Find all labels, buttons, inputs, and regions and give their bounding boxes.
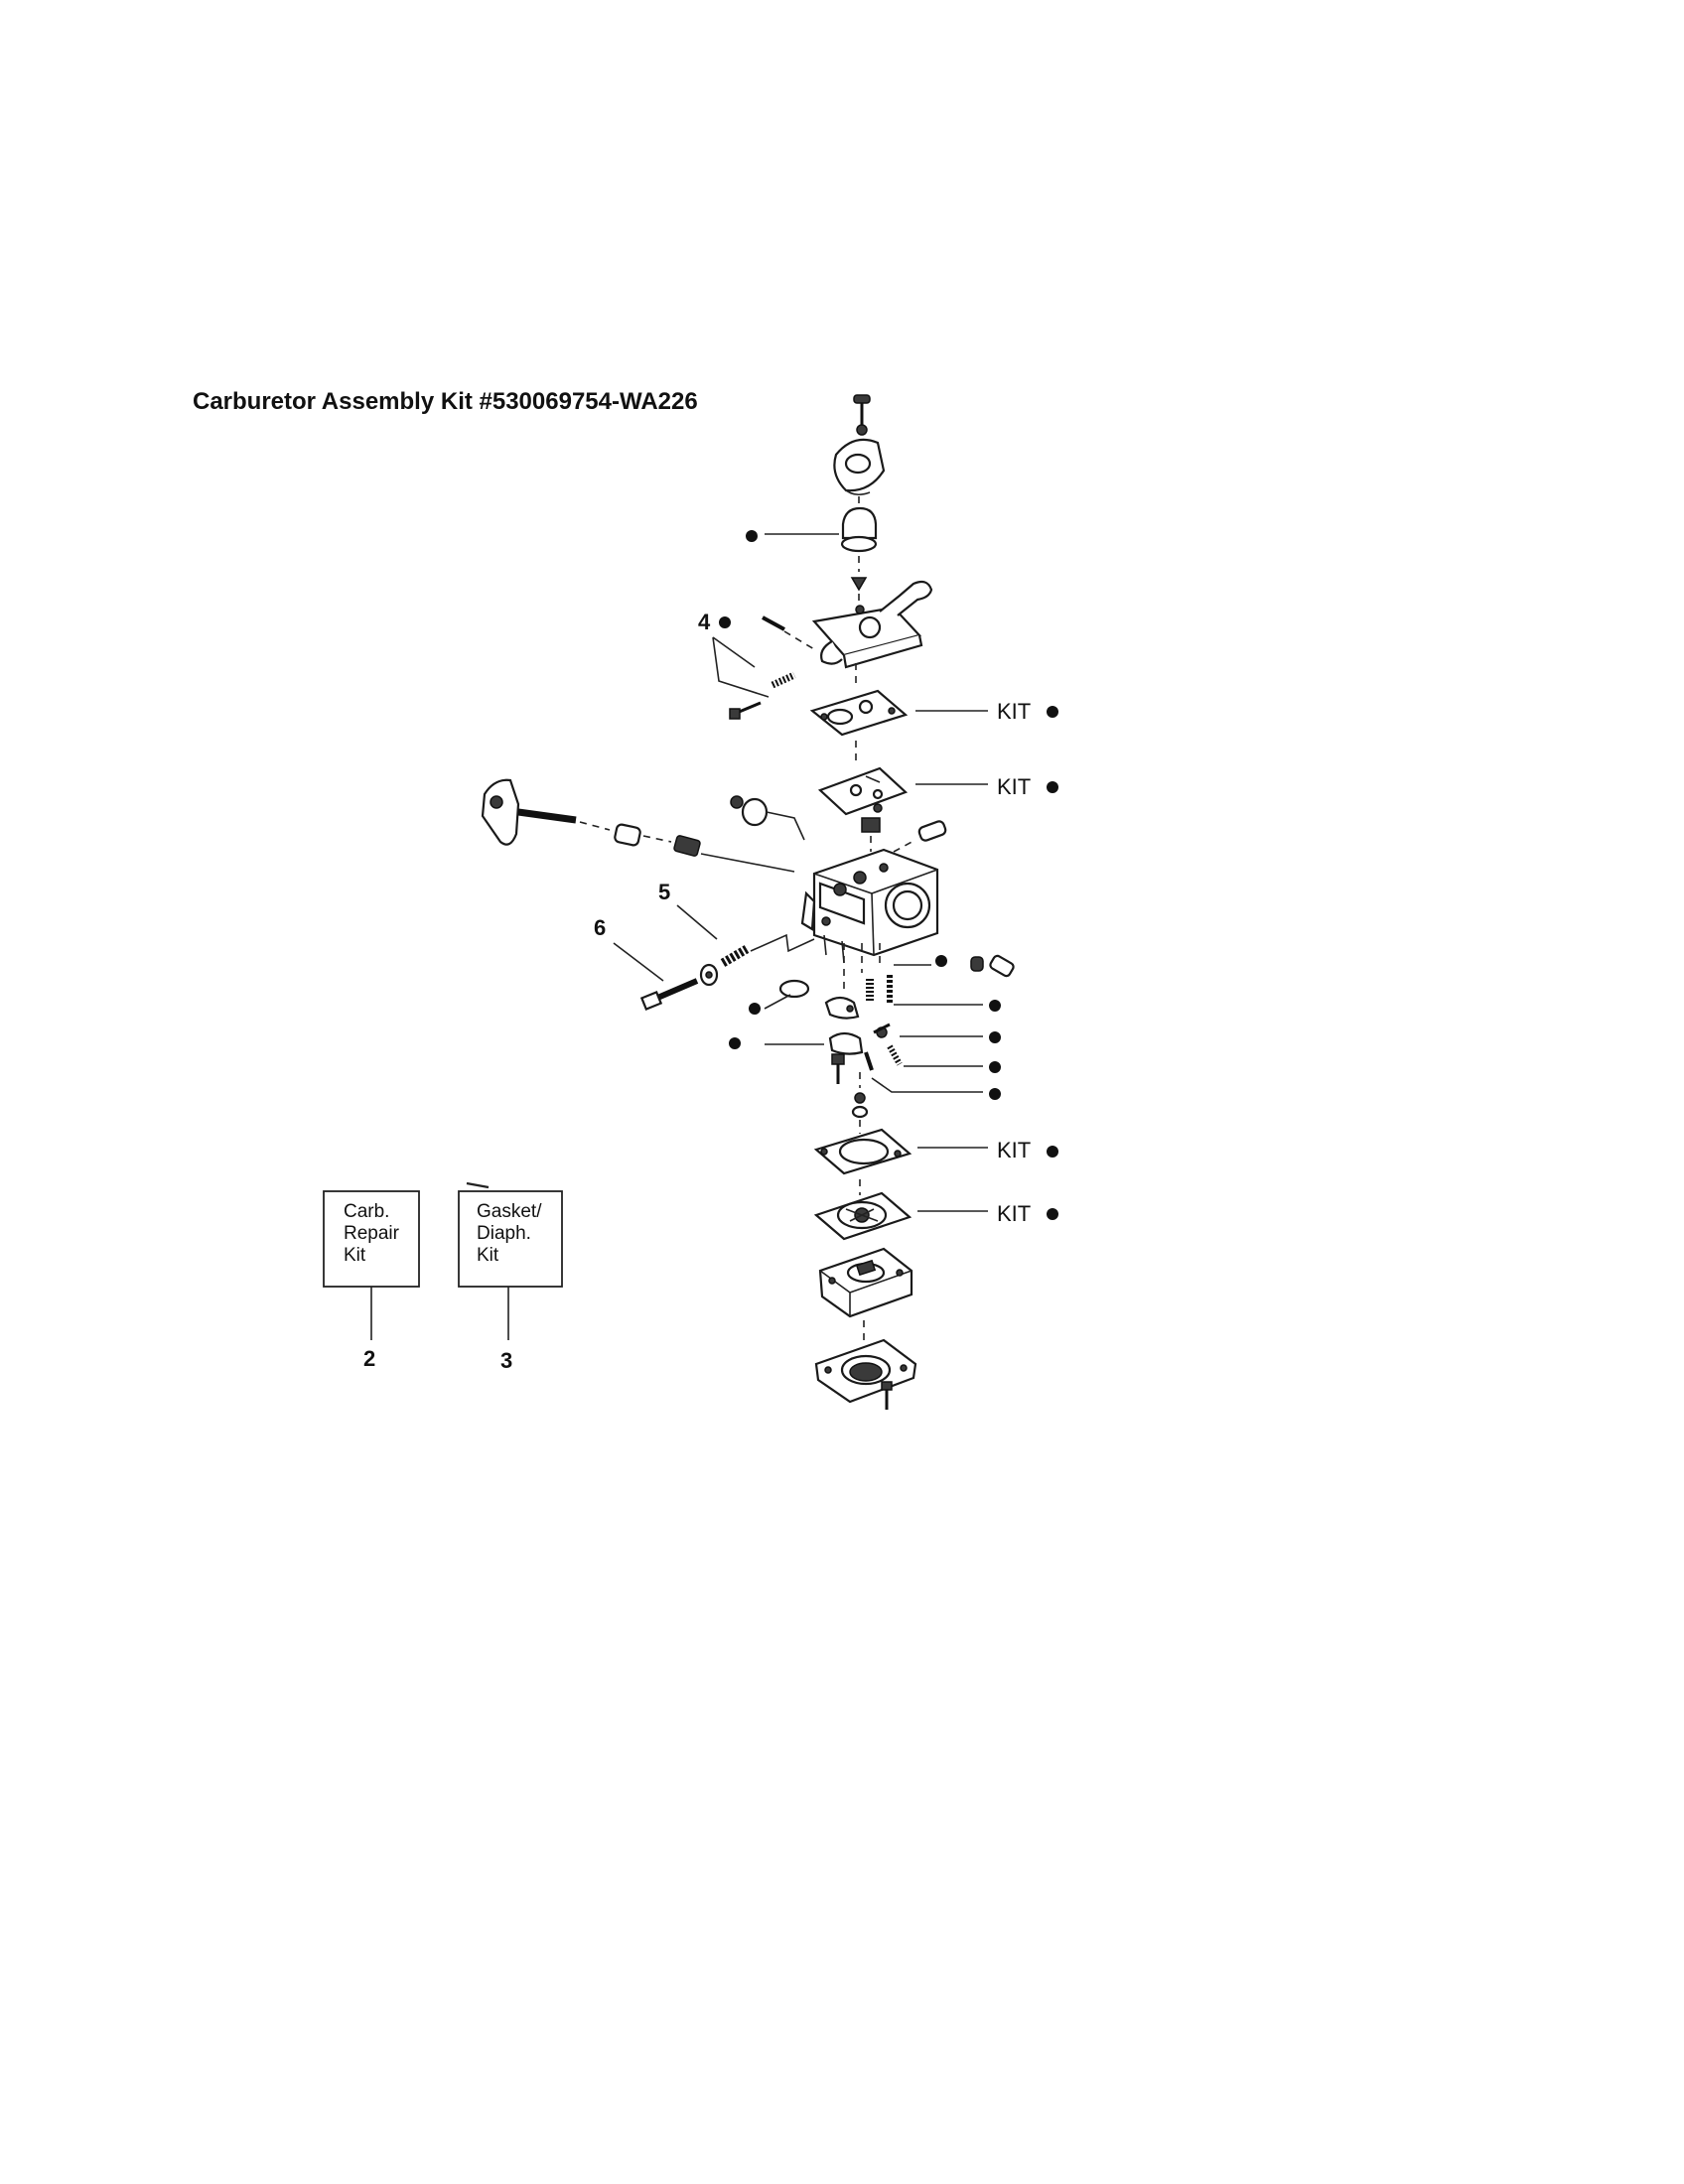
- callout-2: 2: [363, 1346, 375, 1371]
- kit-box-line: Repair: [344, 1223, 400, 1244]
- check-valve: [850, 577, 868, 592]
- leader-6: [613, 942, 664, 982]
- pump-cover: [811, 580, 933, 669]
- kit-box-line: Diaph.: [477, 1223, 531, 1244]
- screen-retainer: [851, 1092, 869, 1119]
- pump-gasket: [809, 689, 909, 737]
- callout-dot: [729, 1037, 741, 1049]
- mixture-needle: [639, 978, 699, 1011]
- jet-spring: [861, 817, 881, 833]
- kit-box-line: Gasket/: [477, 1201, 542, 1222]
- callout-6: 6: [594, 915, 606, 940]
- check-valve-right: [970, 954, 1015, 978]
- primer-cover: [833, 438, 886, 496]
- callout-dot: [989, 1061, 1001, 1073]
- base-screw: [881, 1381, 893, 1410]
- idle-jet: [917, 820, 947, 842]
- kit-box-gasket-diaph: Gasket/ Diaph. Kit 3: [458, 1181, 563, 1373]
- base-plate: [814, 1338, 917, 1404]
- callout-4: 4: [698, 610, 711, 634]
- kit-label-2: KIT: [997, 774, 1031, 799]
- callout-dot: [749, 1003, 761, 1015]
- callout-dot: [989, 1088, 1001, 1100]
- lever-spring: [771, 671, 796, 689]
- pump-diaphragm: [817, 766, 909, 816]
- leader-pin: [764, 994, 791, 1010]
- metering-gasket: [813, 1128, 912, 1175]
- kit-dot: [1047, 781, 1058, 793]
- metering-lever-pin: [778, 979, 810, 999]
- top-screw: [853, 394, 871, 436]
- leader-right-5: [871, 1077, 983, 1093]
- leader-4: [712, 636, 770, 698]
- kit-label-4: KIT: [997, 1201, 1031, 1226]
- callout-dot: [989, 1000, 1001, 1012]
- metering-cover: [818, 1247, 913, 1318]
- shaft-bushing: [614, 823, 641, 847]
- kit-box-line: Carb.: [344, 1201, 389, 1222]
- kit-label-3: KIT: [997, 1138, 1031, 1162]
- kit-dot: [1047, 706, 1058, 718]
- throttle-spring: [673, 835, 701, 857]
- welch-plug: [828, 1031, 864, 1055]
- throttle-lever: [481, 778, 577, 846]
- callout-dot: [935, 955, 947, 967]
- carburetor-body: [800, 848, 939, 964]
- primer-bulb: [840, 506, 878, 553]
- kit-box-line: Kit: [344, 1245, 366, 1266]
- spring-right: [887, 1044, 903, 1066]
- inlet-needle-lower: [864, 1051, 874, 1071]
- lever-screw: [729, 701, 762, 720]
- leader-5: [676, 904, 718, 940]
- callout-dot: [989, 1031, 1001, 1043]
- callout-5: 5: [658, 880, 670, 904]
- kit-box-line: Kit: [477, 1245, 499, 1266]
- needle-washer: [699, 963, 719, 987]
- kit-box-carb-repair: Carb. Repair Kit 2: [323, 1190, 420, 1371]
- callout-dot: [719, 616, 731, 628]
- metering-diaphragm: [813, 1191, 912, 1241]
- kit-dot: [1047, 1146, 1058, 1158]
- metering-lever: [824, 996, 860, 1020]
- diagram-title: Carburetor Assembly Kit #530069754-WA226: [193, 388, 698, 415]
- callout-dot: [746, 530, 758, 542]
- callout-3: 3: [500, 1348, 512, 1373]
- kit-label-1: KIT: [997, 699, 1031, 724]
- throttle-plate: [730, 795, 805, 841]
- lever-pin: [762, 615, 785, 631]
- throttle-shaft-line: [700, 853, 795, 873]
- needle-spring: [720, 933, 815, 967]
- needle-cap: [873, 1023, 891, 1038]
- kit-dot: [1047, 1208, 1058, 1220]
- lever-screw-small: [831, 1053, 845, 1084]
